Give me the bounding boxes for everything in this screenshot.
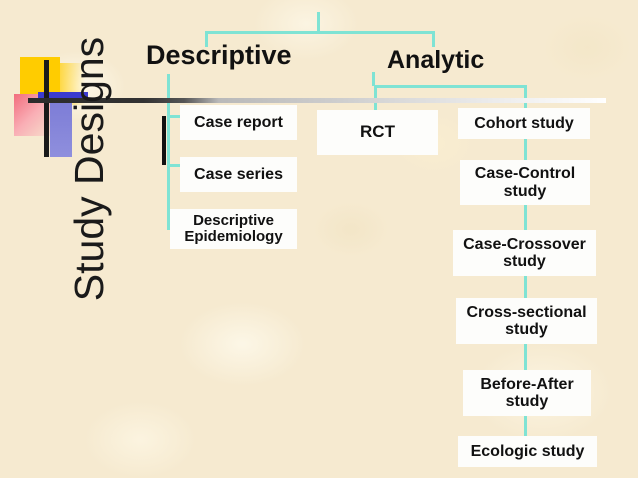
decorative-black-vertical-rule <box>44 60 49 157</box>
node-case-series-label: Case series <box>194 165 283 183</box>
heading-analytic: Analytic <box>387 46 485 74</box>
decorative-horizontal-rule <box>28 98 606 103</box>
node-case-control-study[interactable]: Case-Control study <box>460 160 590 205</box>
node-cohort-study-label: Cohort study <box>474 114 574 132</box>
node-case-control-study-label-line2: study <box>503 182 547 200</box>
heading-descriptive: Descriptive <box>146 40 292 70</box>
node-descriptive-epidemiology[interactable]: Descriptive Epidemiology <box>170 209 297 249</box>
node-cross-sectional-study[interactable]: Cross-sectional study <box>456 298 597 344</box>
node-before-after-study[interactable]: Before-After study <box>463 370 591 416</box>
connector-descriptive-to-case-series <box>167 164 187 167</box>
node-cohort-study[interactable]: Cohort study <box>458 108 590 139</box>
connector-analytic-stub <box>372 72 375 86</box>
connector-analytic-bracket <box>374 85 527 88</box>
decorative-blue-block <box>50 97 72 157</box>
node-case-crossover-study-label-line1: Case-Crossover <box>463 235 586 253</box>
node-cross-sectional-study-label-line1: Cross-sectional <box>466 303 587 321</box>
node-case-report[interactable]: Case report <box>180 105 297 140</box>
node-before-after-study-label-line1: Before-After <box>480 375 574 393</box>
node-case-crossover-study-label-line2: study <box>503 253 546 270</box>
node-case-series[interactable]: Case series <box>180 157 297 192</box>
node-ecologic-study[interactable]: Ecologic study <box>458 436 597 467</box>
node-descriptive-epidemiology-label-line1: Descriptive <box>193 211 274 229</box>
node-rct[interactable]: RCT <box>317 110 438 155</box>
connector-root-bracket <box>205 31 435 34</box>
node-cross-sectional-study-label-line2: study <box>505 321 548 338</box>
node-rct-label: RCT <box>360 122 395 142</box>
decorative-black-bracket <box>162 116 166 165</box>
connector-descriptive-to-case-report <box>167 115 187 118</box>
connector-root-to-descriptive <box>205 31 208 47</box>
node-descriptive-epidemiology-label-line2: Epidemiology <box>184 228 283 245</box>
node-case-control-study-label-line1: Case-Control <box>474 165 576 183</box>
node-case-report-label: Case report <box>194 113 283 131</box>
decorative-blue-bar <box>38 92 88 102</box>
node-case-crossover-study[interactable]: Case-Crossover study <box>453 230 596 276</box>
node-ecologic-study-label: Ecologic study <box>470 442 585 460</box>
connector-descriptive-spine <box>167 74 170 230</box>
node-before-after-study-label-line2: study <box>505 393 549 410</box>
connector-root-to-analytic <box>432 31 435 47</box>
connector-root-stub <box>317 12 320 32</box>
page-title: Study Designs <box>66 36 112 302</box>
